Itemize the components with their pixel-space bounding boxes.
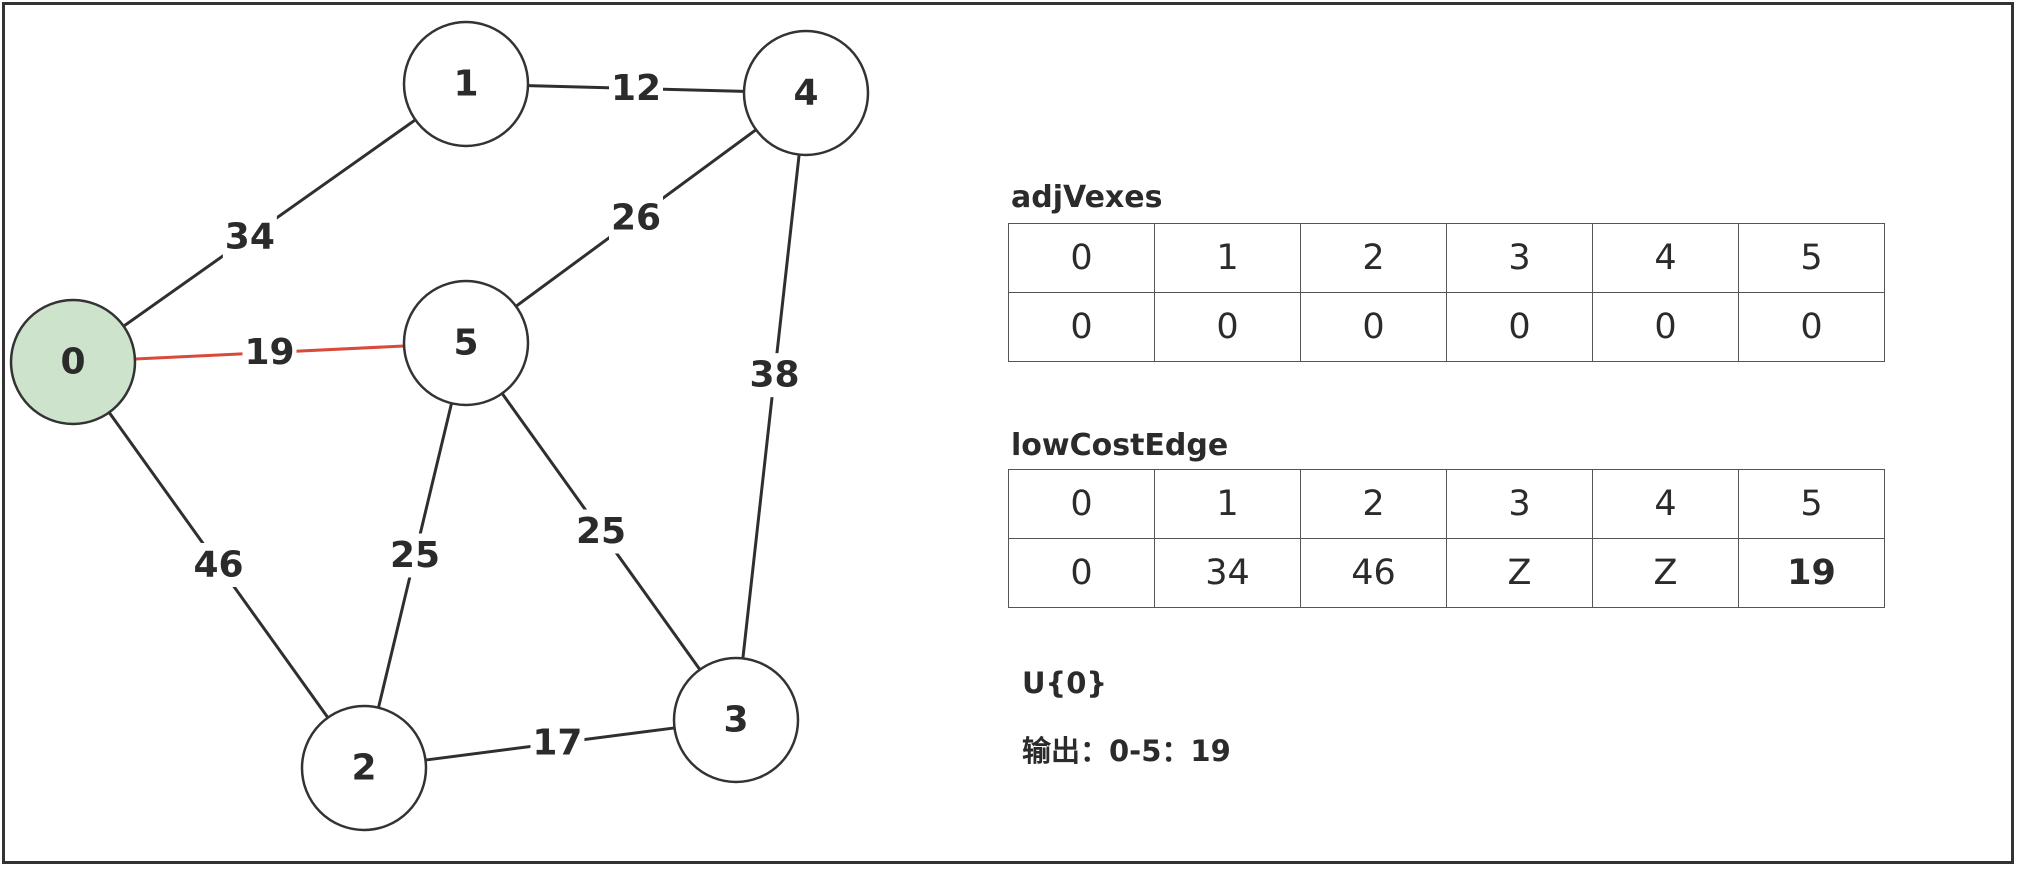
edge-weight-bg [609, 66, 663, 111]
node-circle [9, 298, 137, 426]
adjvexes-table: 0 1 2 3 4 5 0 0 0 0 0 0 [1008, 223, 1885, 362]
lowcostedge-table: 0 1 2 3 4 5 0 34 46 Z Z 19 [1008, 469, 1885, 608]
adjvexes-value-row: 0 0 0 0 0 0 [1008, 292, 1885, 362]
adjvexes-index-cell: 2 [1300, 223, 1447, 293]
lowcostedge-value-cell: Z [1446, 538, 1593, 608]
adjvexes-index-cell: 5 [1738, 223, 1885, 293]
edge-weight-bg [574, 509, 628, 554]
edge-4-3 [741, 154, 801, 659]
edge-weight-bg [747, 353, 802, 398]
adjvexes-index-cell: 0 [1008, 223, 1155, 293]
edge-weight-5-3: 25 [576, 511, 626, 552]
adjvexes-value-cell: 0 [1446, 292, 1593, 362]
node-label: 5 [453, 323, 478, 364]
edges-layer [107, 84, 801, 762]
lowcostedge-index-cell: 3 [1446, 469, 1593, 539]
lowcostedge-index-cell: 2 [1300, 469, 1447, 539]
edge-weight-0-2: 46 [193, 545, 243, 586]
edge-weight-bg [242, 330, 297, 375]
node-circle [300, 704, 428, 832]
edge-weight-0-1: 34 [225, 216, 275, 257]
adjvexes-value-cell: 0 [1738, 292, 1885, 362]
node-circle [672, 656, 800, 784]
edge-weight-4-3: 38 [749, 355, 799, 396]
edge-weight-0-5: 19 [244, 332, 294, 373]
node-label: 0 [60, 342, 85, 383]
u-set-label: U{0} [1022, 666, 1108, 700]
node-label: 3 [723, 700, 748, 741]
adjvexes-value-cell: 0 [1300, 292, 1447, 362]
node-label: 1 [453, 64, 478, 105]
adjvexes-index-cell: 1 [1154, 223, 1301, 293]
edge-weight-5-2: 25 [390, 535, 440, 576]
adjvexes-index-cell: 4 [1592, 223, 1739, 293]
lowcostedge-title: lowCostEdge [1011, 428, 1229, 463]
edge-weight-bg [388, 533, 442, 578]
node-4: 4 [742, 29, 870, 157]
lowcostedge-value-cell: 34 [1154, 538, 1301, 608]
node-label: 2 [351, 748, 376, 789]
node-circle [402, 20, 530, 148]
node-5: 5 [402, 279, 530, 407]
lowcostedge-index-cell: 1 [1154, 469, 1301, 539]
node-2: 2 [300, 704, 428, 832]
edge-weight-bg [222, 214, 277, 259]
edge-weight-1-4: 12 [611, 68, 661, 109]
lowcostedge-value-cell: Z [1592, 538, 1739, 608]
node-0: 0 [9, 298, 137, 426]
edge-weight-bg [609, 196, 663, 240]
output-label: 输出：0-5：19 [1022, 734, 1231, 768]
adjvexes-value-cell: 0 [1154, 292, 1301, 362]
lowcostedge-index-cell: 0 [1008, 469, 1155, 539]
lowcostedge-index-cell: 5 [1738, 469, 1885, 539]
edge-weight-bg [191, 543, 246, 587]
node-1: 1 [402, 20, 530, 148]
adjvexes-index-cell: 3 [1446, 223, 1593, 293]
edge-weights-layer: 34 12 19 26 38 46 25 25 17 [191, 66, 802, 766]
node-3: 3 [672, 656, 800, 784]
edge-weight-5-4: 26 [611, 198, 661, 239]
node-circle [402, 279, 530, 407]
edge-weight-2-3: 17 [532, 723, 582, 764]
edge-weight-bg [530, 721, 585, 766]
lowcostedge-index-row: 0 1 2 3 4 5 [1008, 469, 1885, 539]
lowcostedge-value-cell: 0 [1008, 538, 1155, 608]
lowcostedge-value-row: 0 34 46 Z Z 19 [1008, 538, 1885, 608]
adjvexes-value-cell: 0 [1008, 292, 1155, 362]
lowcostedge-index-cell: 4 [1592, 469, 1739, 539]
adjvexes-title: adjVexes [1011, 180, 1163, 215]
node-circle [742, 29, 870, 157]
lowcostedge-value-cell-min: 19 [1738, 538, 1885, 608]
adjvexes-index-row: 0 1 2 3 4 5 [1008, 223, 1885, 293]
node-label: 4 [793, 73, 818, 114]
lowcostedge-value-cell: 46 [1300, 538, 1447, 608]
adjvexes-value-cell: 0 [1592, 292, 1739, 362]
